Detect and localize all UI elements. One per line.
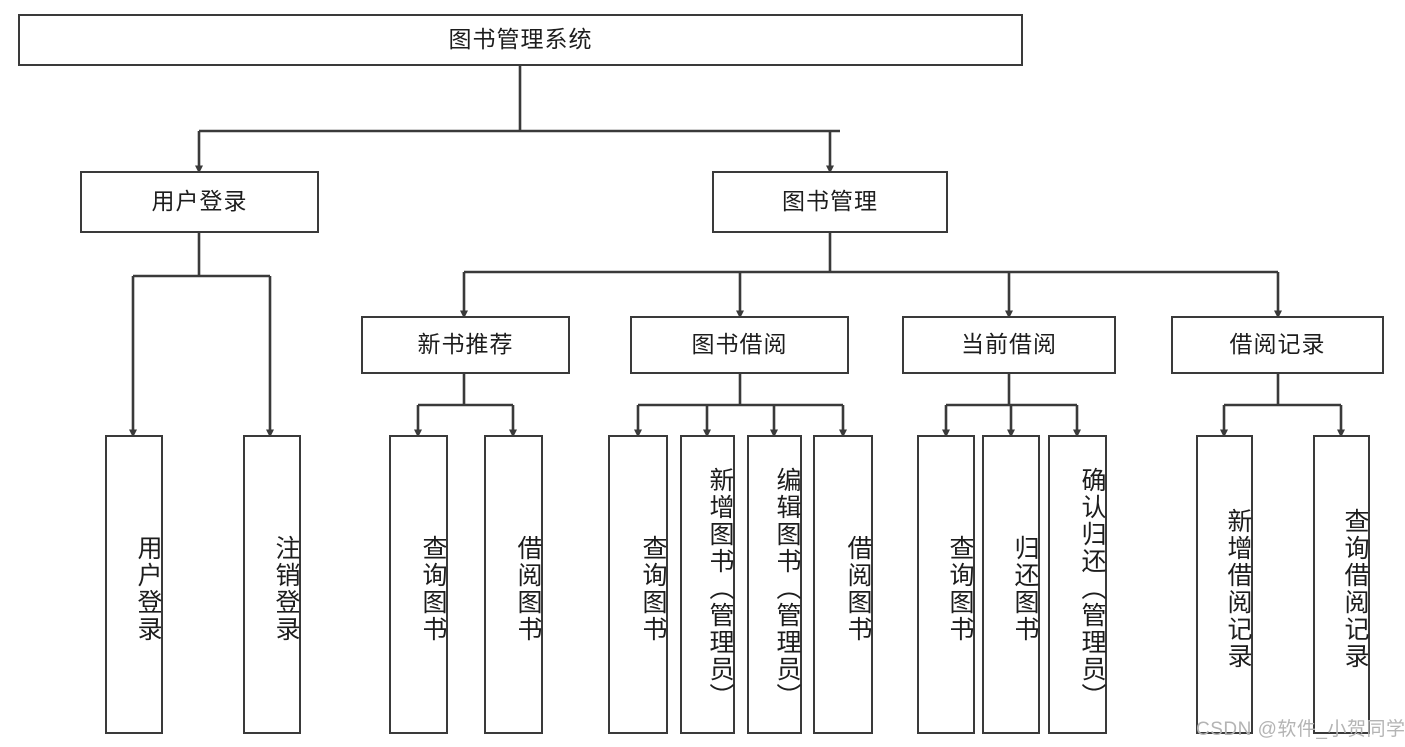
leaf-edit-book-label: 编辑图书（管理员） [773, 467, 801, 710]
leaf-return-book[interactable]: 归还图书 [982, 435, 1040, 734]
node-book-management-label: 图书管理 [782, 188, 878, 215]
leaf-query-book-2[interactable]: 查询图书 [608, 435, 668, 734]
leaf-user-login[interactable]: 用户登录 [105, 435, 163, 734]
leaf-query-book-3-label: 查询图书 [946, 534, 974, 643]
node-book-management[interactable]: 图书管理 [712, 171, 948, 233]
leaf-confirm-return-label: 确认归还（管理员） [1078, 467, 1106, 710]
leaf-user-logout-label: 注销登录 [272, 534, 300, 643]
node-book-borrow-label: 图书借阅 [691, 331, 788, 358]
leaf-edit-book[interactable]: 编辑图书（管理员） [747, 435, 802, 734]
node-book-borrow[interactable]: 图书借阅 [630, 316, 849, 374]
leaf-borrow-book-2-label: 借阅图书 [844, 534, 872, 643]
node-root-label: 图书管理系统 [448, 26, 593, 53]
node-current-borrow[interactable]: 当前借阅 [902, 316, 1116, 374]
leaf-query-book-3[interactable]: 查询图书 [917, 435, 975, 734]
leaf-add-book[interactable]: 新增图书（管理员） [680, 435, 735, 734]
node-root[interactable]: 图书管理系统 [18, 14, 1023, 66]
node-borrow-record-label: 借阅记录 [1229, 331, 1326, 358]
leaf-add-book-label: 新增图书（管理员） [706, 467, 734, 710]
leaf-borrow-book-1[interactable]: 借阅图书 [484, 435, 543, 734]
leaf-borrow-book-1-label: 借阅图书 [514, 534, 542, 643]
leaf-return-book-label: 归还图书 [1011, 534, 1039, 643]
leaf-add-borrow-record-label: 新增借阅记录 [1224, 507, 1252, 670]
leaf-query-borrow-record-label: 查询借阅记录 [1341, 507, 1369, 670]
leaf-query-book-2-label: 查询图书 [639, 534, 667, 643]
leaf-add-borrow-record[interactable]: 新增借阅记录 [1196, 435, 1253, 734]
node-borrow-record[interactable]: 借阅记录 [1171, 316, 1384, 374]
leaf-query-borrow-record[interactable]: 查询借阅记录 [1313, 435, 1370, 734]
leaf-user-login-label: 用户登录 [134, 534, 162, 643]
leaf-query-book-1-label: 查询图书 [419, 534, 447, 643]
csdn-watermark: CSDN @软件_小贺同学 [1196, 719, 1405, 740]
leaf-query-book-1[interactable]: 查询图书 [389, 435, 448, 734]
leaf-user-logout[interactable]: 注销登录 [243, 435, 301, 734]
node-user-login[interactable]: 用户登录 [80, 171, 319, 233]
leaf-borrow-book-2[interactable]: 借阅图书 [813, 435, 873, 734]
node-user-login-label: 用户登录 [151, 188, 248, 215]
node-new-book-recommend[interactable]: 新书推荐 [361, 316, 570, 374]
node-new-book-recommend-label: 新书推荐 [417, 331, 514, 358]
leaf-confirm-return[interactable]: 确认归还（管理员） [1048, 435, 1107, 734]
node-current-borrow-label: 当前借阅 [961, 331, 1057, 358]
